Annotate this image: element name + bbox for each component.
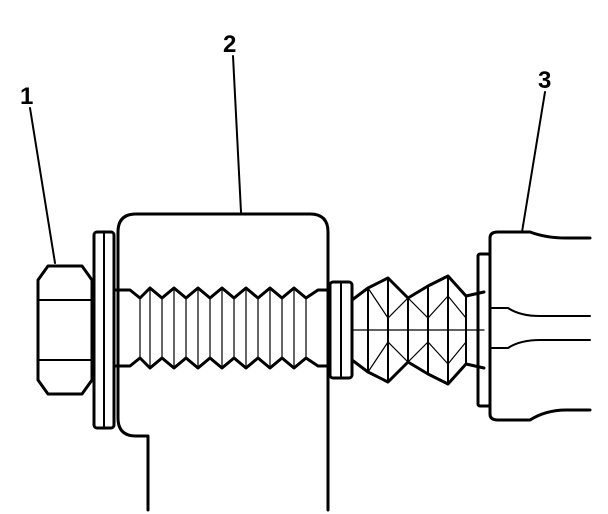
callout-3-leader — [521, 91, 546, 233]
callout-3-label: 3 — [538, 67, 551, 94]
callout-1-leader — [29, 107, 56, 264]
threaded-shaft — [114, 286, 330, 370]
callout-2-label: 2 — [223, 31, 236, 58]
receiver-tool — [476, 230, 592, 422]
nut — [328, 280, 354, 380]
callout-2-leader — [232, 55, 242, 213]
bellows-boot — [350, 274, 486, 386]
bolt-washer — [92, 230, 116, 430]
bracket — [116, 212, 330, 512]
bolt-head — [36, 264, 94, 396]
callout-1-label: 1 — [20, 83, 33, 110]
